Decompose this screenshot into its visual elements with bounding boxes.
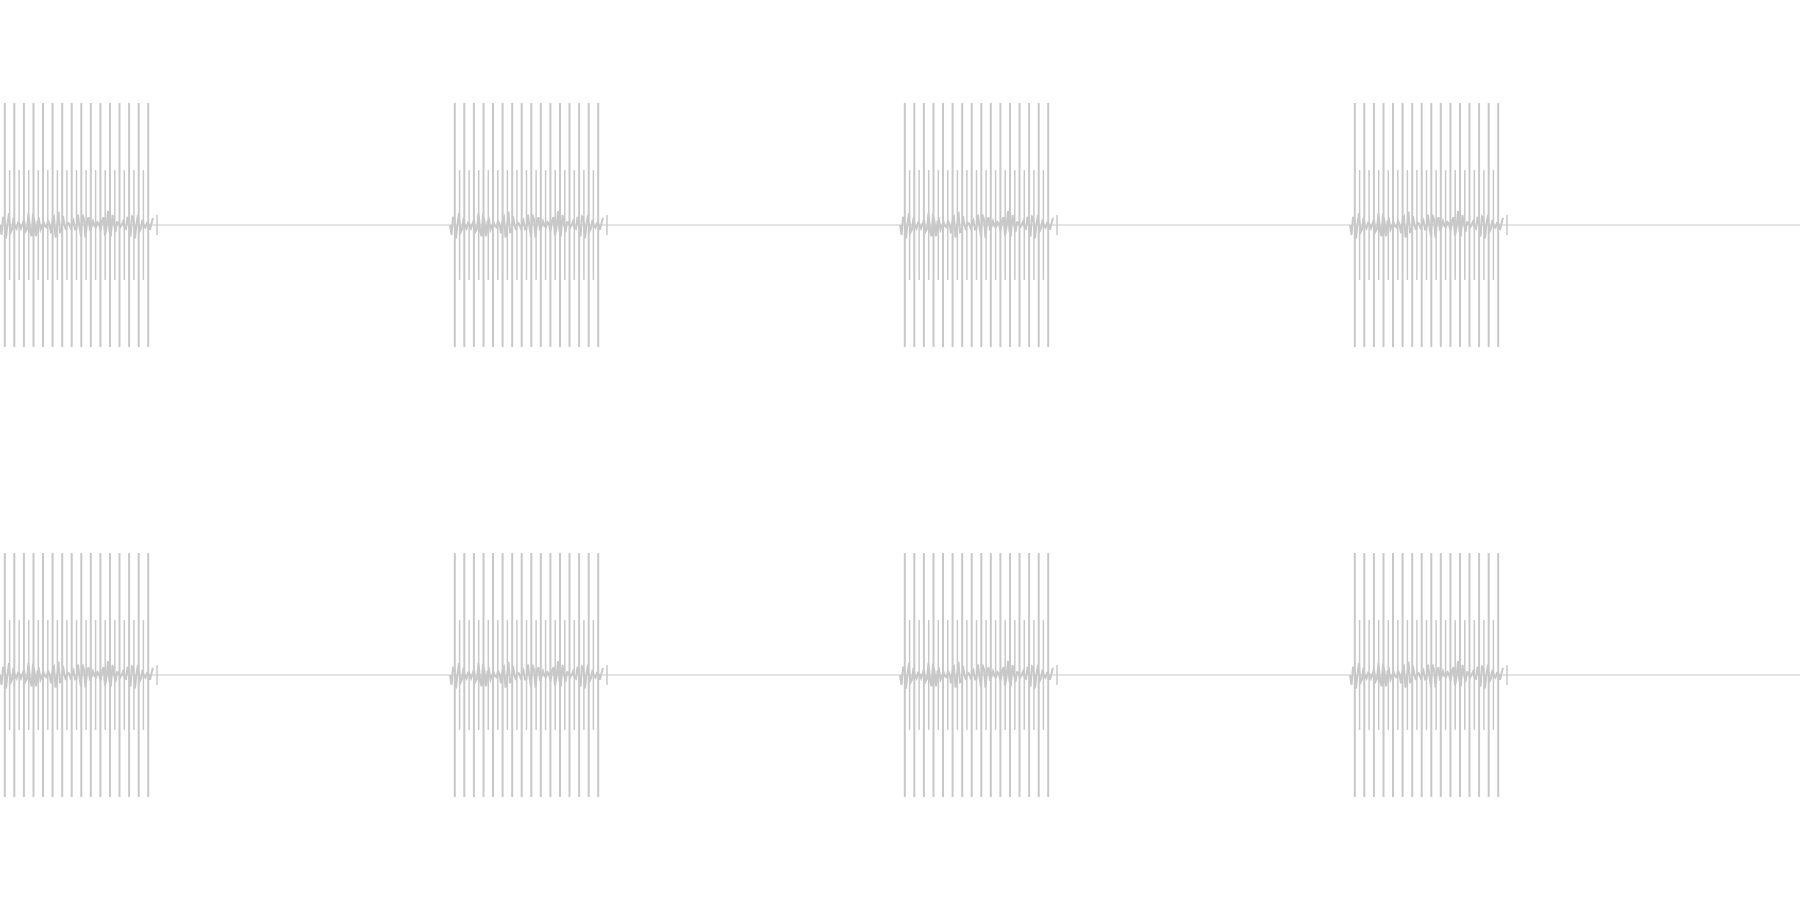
waveform-burst	[899, 103, 1058, 347]
waveform-channel-1	[0, 103, 1800, 347]
waveform-burst	[1349, 103, 1508, 347]
waveform-burst	[0, 103, 158, 347]
waveform-burst	[0, 553, 158, 797]
waveform-channel-2	[0, 553, 1800, 797]
waveform-burst	[449, 103, 608, 347]
waveform-burst	[449, 553, 608, 797]
waveform-burst	[899, 553, 1058, 797]
waveform-burst	[1349, 553, 1508, 797]
